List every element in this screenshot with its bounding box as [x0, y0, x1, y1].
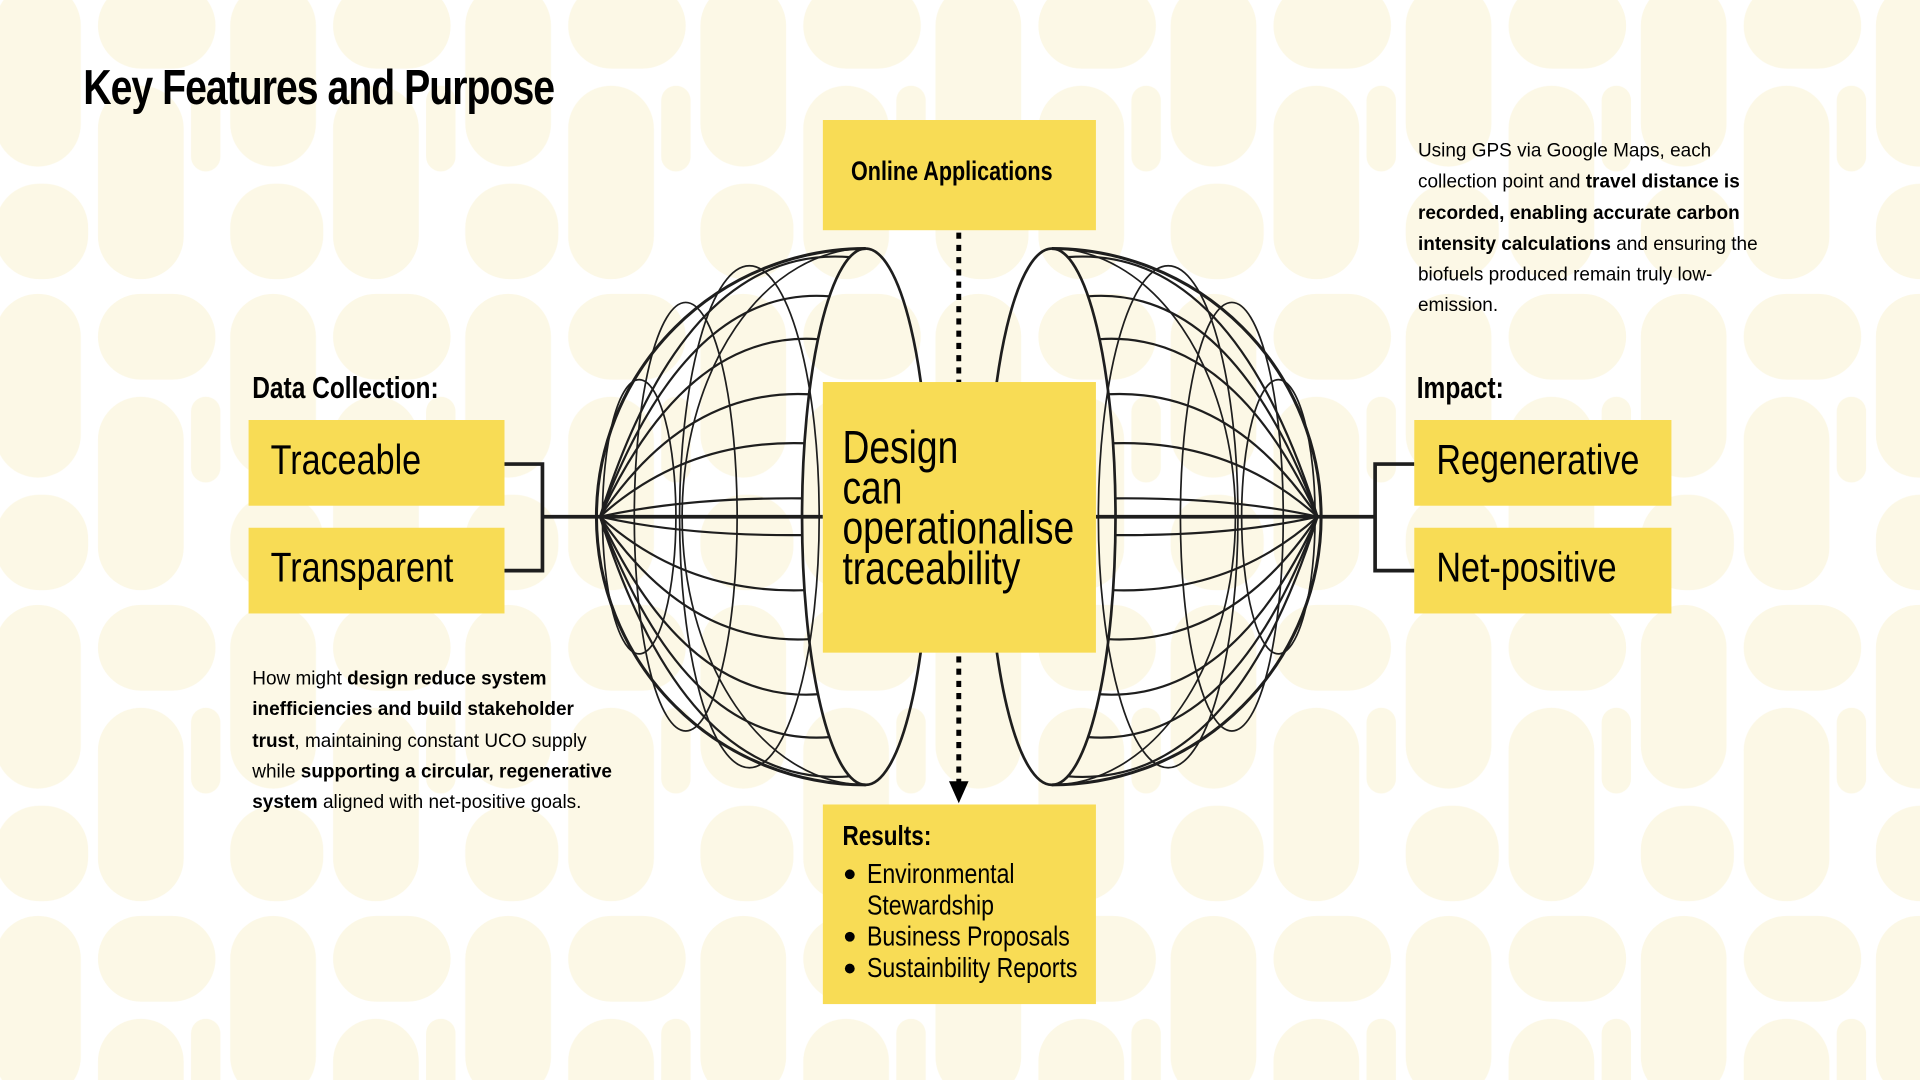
bracket-left	[504, 462, 545, 573]
arrow-down-icon	[948, 781, 969, 804]
globe-parallel	[1088, 294, 1319, 518]
center-statement-box: Design can operationalise traceability	[822, 382, 1096, 653]
globe-parallel	[1108, 392, 1319, 518]
globe-parallel	[599, 515, 805, 592]
center-line: operationalise	[842, 503, 1075, 555]
net-positive-label: Net-positive	[1436, 544, 1617, 592]
page-title: Key Features and Purpose	[83, 61, 555, 116]
globe-parallel	[599, 516, 810, 641]
globe-parallel	[1088, 516, 1319, 739]
regenerative-label: Regenerative	[1436, 437, 1640, 484]
bullet-icon	[844, 963, 855, 973]
globe-parallel	[598, 516, 819, 696]
globe-parallel	[599, 392, 810, 518]
left-description: How might design reduce system inefficie…	[252, 668, 612, 814]
globe-parallel	[1067, 516, 1319, 779]
data-collection-heading: Data Collection:	[252, 371, 439, 406]
results-item: Business Proposals	[842, 920, 1123, 952]
online-applications-box: Online Applications	[822, 120, 1096, 231]
bullet-icon	[844, 869, 855, 880]
globe-parallel	[599, 515, 803, 537]
transparent-box: Transparent	[248, 527, 505, 614]
online-applications-label: Online Applications	[851, 155, 1053, 187]
globe-parallel	[1099, 516, 1319, 696]
net-positive-box: Net-positive	[1414, 527, 1672, 614]
bullet-icon	[844, 931, 855, 942]
globe-parallel	[599, 442, 805, 518]
globe-parallel	[599, 497, 803, 518]
traceable-label: Traceable	[270, 437, 422, 484]
center-line: traceability	[842, 543, 1021, 596]
globe-parallel	[598, 255, 850, 518]
globe-parallel	[1115, 515, 1318, 537]
globe-parallel	[1113, 442, 1319, 518]
right-description: Using GPS via Google Maps, each collecti…	[1417, 140, 1758, 317]
results-item: Sustainbility Reports	[842, 951, 1123, 983]
globe-parallel	[1108, 516, 1319, 641]
globe-parallel	[1113, 515, 1319, 592]
transparent-label: Transparent	[270, 544, 454, 592]
bracket-right	[1373, 462, 1415, 573]
globe-parallel	[598, 337, 819, 518]
regenerative-box: Regenerative	[1414, 420, 1672, 506]
center-line: can	[842, 462, 903, 515]
center-statement: Design can operationalise traceability	[842, 422, 1132, 596]
globe-parallel	[598, 516, 850, 779]
globe-parallel	[598, 516, 830, 739]
globe-parallel	[598, 294, 830, 518]
traceable-box: Traceable	[248, 420, 505, 506]
impact-heading: Impact:	[1416, 371, 1504, 406]
globe-parallel	[1067, 255, 1319, 518]
center-line: Design	[842, 422, 959, 474]
globe-parallel	[1099, 337, 1319, 518]
results-heading: Results:	[842, 819, 932, 852]
globe-parallel	[1115, 497, 1318, 518]
